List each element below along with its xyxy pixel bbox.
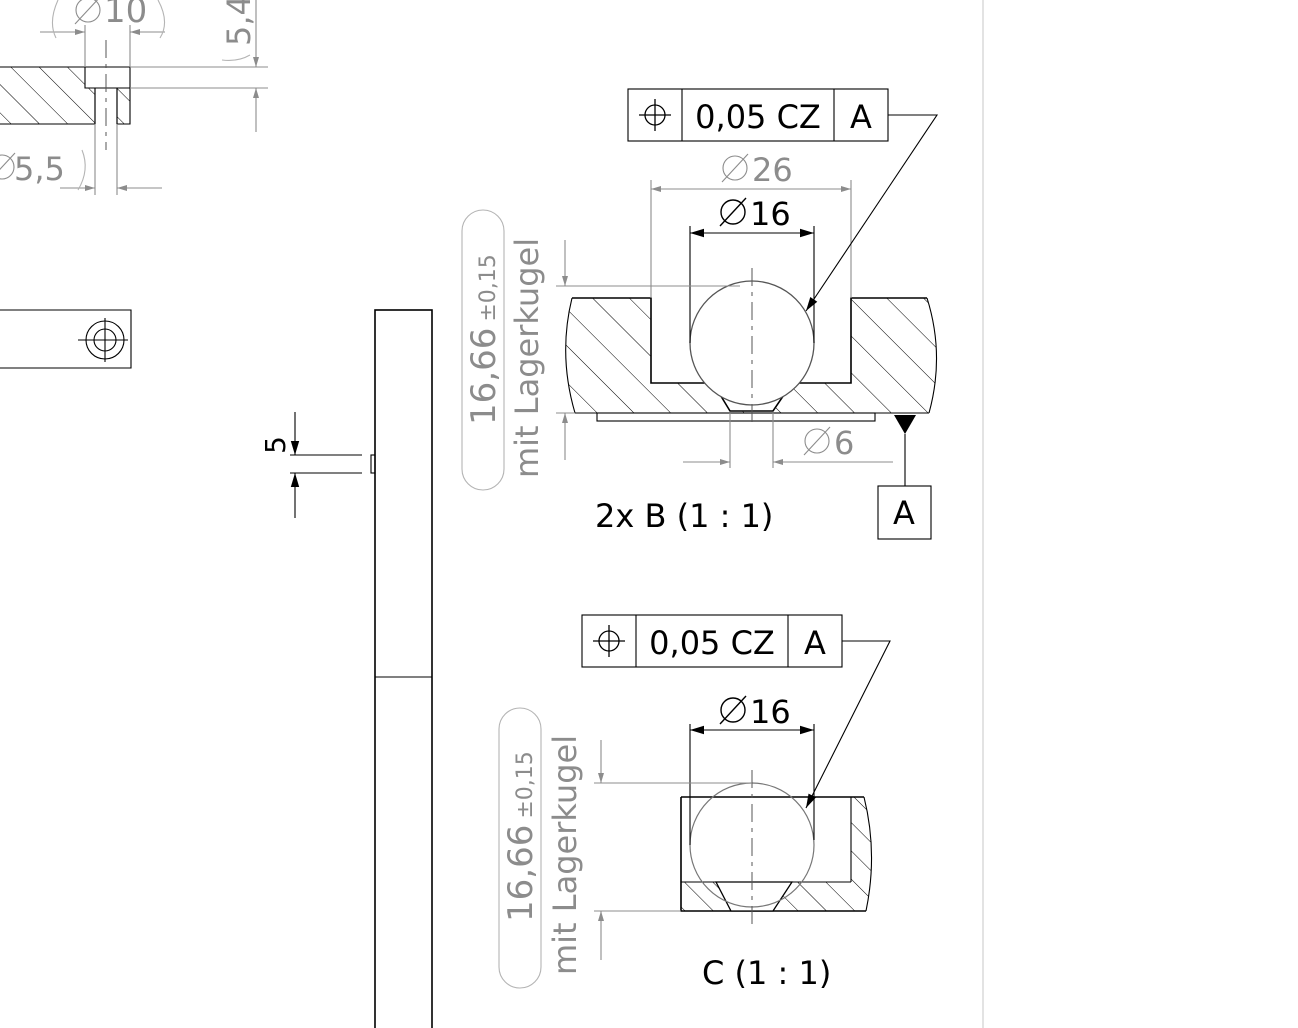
position-icon [593, 625, 625, 657]
top-left-section-view [0, 0, 268, 195]
view-label-c: C (1 : 1) [702, 954, 831, 992]
dim-dia55: 5,5 [0, 150, 65, 188]
datum-label-a: A [893, 494, 915, 532]
fcf-b-tolerance: 0,05 CZ [695, 98, 821, 136]
diameter-icon [0, 152, 16, 180]
dim-dia16-c: 16 [719, 693, 791, 731]
diameter-icon [74, 0, 101, 25]
feature-control-frame-c: 0,05 CZ A [581, 614, 843, 668]
diameter-icon [721, 153, 749, 183]
diameter-icon [719, 197, 747, 227]
diameter-icon [719, 695, 747, 725]
dim-dia55-value: 5,5 [14, 150, 65, 188]
diameter-icon [803, 426, 831, 456]
left-bar-view [0, 309, 132, 369]
height-dimension-b-value: 16,66 ±0,15 [464, 254, 504, 425]
dim-dia10-value: 10 [104, 0, 147, 31]
detail-c [498, 640, 891, 989]
height-dimension-b: 16,66 ±0,15 mit Lagerkugel [464, 238, 546, 478]
dim-dia16-b: 16 [719, 195, 791, 233]
height-note-b: mit Lagerkugel [508, 238, 546, 478]
height-main-c: 16,66 [501, 825, 541, 922]
dim-5-4-value: 5,4 [220, 0, 258, 46]
detail-b [461, 114, 939, 540]
feature-control-frame-b: 0,05 CZ A [627, 88, 889, 142]
height-tolerance-c: ±0,15 [513, 751, 538, 818]
dim-dia26: 26 [721, 151, 793, 189]
height-tolerance: ±0,15 [476, 254, 501, 321]
view-label-b: 2x B (1 : 1) [595, 497, 773, 535]
dim-dia26-value: 26 [752, 151, 793, 189]
dim-5-value: 5 [259, 436, 292, 454]
dim-5: 5 [259, 412, 362, 518]
height-dimension-c-value: 16,66 ±0,15 [501, 751, 541, 922]
dim-dia16-b-value: 16 [750, 195, 791, 233]
position-icon [639, 99, 671, 131]
vertical-bar-view [370, 309, 433, 1028]
dim-dia6-value: 6 [834, 424, 854, 462]
height-note-c: mit Lagerkugel [546, 735, 584, 975]
dim-dia16-c-value: 16 [750, 693, 791, 731]
fcf-c-tolerance: 0,05 CZ [649, 624, 775, 662]
fcf-c-datum: A [804, 624, 826, 662]
height-main: 16,66 [464, 328, 504, 425]
height-dimension-c: 16,66 ±0,15 mit Lagerkugel [501, 735, 584, 975]
dim-dia10: 10 [74, 0, 147, 31]
dim-dia6: 6 [803, 424, 854, 462]
fcf-b-datum: A [850, 98, 872, 136]
